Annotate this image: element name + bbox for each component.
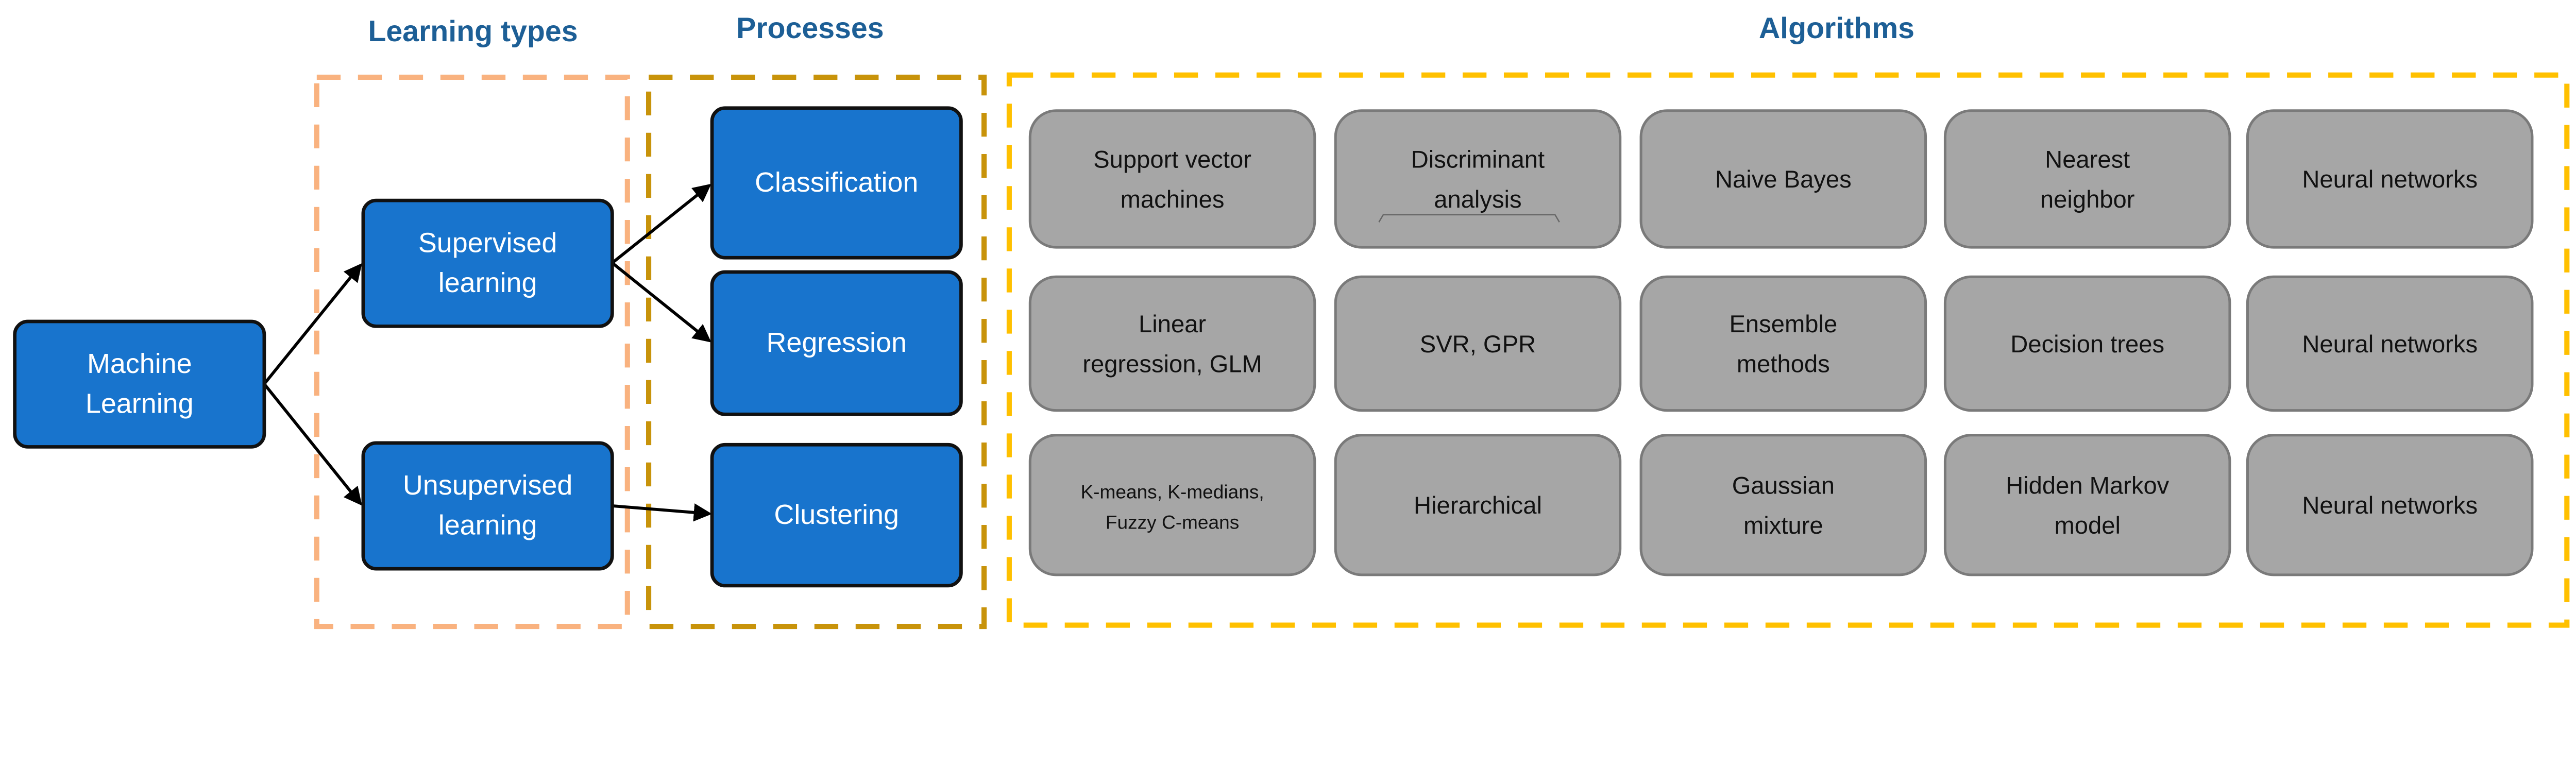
unsupervised-learning-box-label-line: Unsupervised (403, 470, 572, 501)
algorithm-box: Hierarchical (1334, 434, 1622, 576)
algorithm-box-label-line: mixture (1743, 512, 1823, 539)
algorithm-box-shape (1028, 275, 1316, 412)
algorithm-box-shape (1943, 434, 2231, 576)
algorithm-box-label-line: Decision trees (2010, 330, 2164, 358)
algorithm-box-shape (1334, 109, 1622, 249)
supervised-learning-box-label-line: learning (438, 267, 537, 298)
algorithm-box-shape (2246, 434, 2534, 576)
algorithm-box-shape (1943, 109, 2231, 249)
clustering-box: Clustering (710, 443, 963, 588)
classification-box-label-line: Classification (755, 167, 918, 198)
algorithms-title: Algorithms (1759, 12, 1914, 45)
algorithm-box-shape (1028, 109, 1316, 249)
machine-learning-box-label-line: Machine (87, 348, 192, 379)
algorithm-box-label-line: Neural networks (2302, 330, 2478, 358)
unsupervised-learning-box-label-line: learning (438, 510, 537, 541)
algorithm-box: Gaussian mixture (1639, 434, 1927, 576)
algorithm-box-shape (1639, 109, 1927, 249)
supervised-learning-box-label-line: Supervised (418, 227, 557, 258)
algorithm-box: SVR, GPR (1334, 275, 1622, 412)
algorithm-box-label-line: model (2054, 512, 2120, 539)
algorithm-box-label-line: Naive Bayes (1715, 165, 1852, 193)
algorithm-box-label-line: regression, GLM (1082, 350, 1262, 378)
algorithm-box-label-line: Hidden Markov (2006, 471, 2170, 499)
algorithm-box: Ensemble methods (1639, 275, 1927, 412)
arrow-unsupervised-to-clustering (612, 503, 712, 522)
processes-title: Processes (736, 12, 884, 45)
classification-box: Classification (710, 106, 963, 260)
ml-taxonomy-diagram: Learning types Processes Algorithms Mach… (13, 12, 2570, 630)
algorithm-box: Discriminant analysis (1334, 109, 1622, 249)
algorithm-box-shape (1334, 275, 1622, 412)
clustering-box-shape (710, 443, 963, 588)
unsupervised-learning-box: Unsupervised learning (361, 441, 614, 571)
learning-types-title: Learning types (368, 15, 578, 48)
arrows (263, 183, 712, 522)
learning-types-frame (314, 74, 630, 630)
algorithms-frame (1006, 72, 2570, 628)
regression-box: Regression (710, 270, 963, 416)
arrow-supervised-to-classification (611, 183, 711, 264)
algorithm-box-shape (1943, 275, 2231, 412)
algorithm-box: Linear regression, GLM (1028, 275, 1316, 412)
algorithm-box-label-line: Neural networks (2302, 165, 2478, 193)
algorithm-box-label-line: Nearest (2045, 145, 2130, 173)
brace-decoration (1378, 214, 1560, 223)
algorithm-box-shape (1639, 275, 1927, 412)
algorithm-box-label-line: Discriminant (1411, 145, 1545, 173)
algorithm-box-label-line: Neural networks (2302, 491, 2478, 519)
algorithm-box: Nearest neighbor (1943, 109, 2231, 249)
algorithm-box: Neural networks (2246, 434, 2534, 576)
algorithm-box-label-line: SVR, GPR (1420, 330, 1536, 358)
arrow-supervised-to-regression (611, 262, 711, 343)
processes-frame (646, 74, 987, 630)
algorithm-box-label-line: Fuzzy C-means (1106, 512, 1239, 533)
algorithm-box-shape (1028, 434, 1316, 576)
algorithm-box: Support vector machines (1028, 109, 1316, 249)
algorithm-box-shape (1334, 434, 1622, 576)
algorithm-box-label-line: Support vector (1093, 145, 1251, 173)
algorithm-box-label-line: analysis (1434, 185, 1521, 213)
algorithm-box-shape (2246, 275, 2534, 412)
algorithm-box-label-line: machines (1121, 185, 1225, 213)
classification-box-shape (710, 106, 963, 260)
algorithm-box: K-means, K-medians, Fuzzy C-means (1028, 434, 1316, 576)
supervised-learning-box-shape (361, 198, 614, 328)
machine-learning-box-label-line: Learning (86, 388, 194, 419)
algorithm-box-label-line: Hierarchical (1414, 491, 1542, 519)
algorithm-box-label-line: K-means, K-medians, (1080, 481, 1264, 503)
algorithm-box: Neural networks (2246, 109, 2534, 249)
algorithm-box-label-line: Linear (1139, 310, 1206, 337)
algorithm-box-label-line: Ensemble (1729, 310, 1837, 337)
algorithm-box: Decision trees (1943, 275, 2231, 412)
arrow-ml-to-supervised (263, 263, 362, 385)
algorithm-box: Hidden Markov model (1943, 434, 2231, 576)
algorithm-box: Neural networks (2246, 275, 2534, 412)
arrow-ml-to-unsupervised (263, 383, 362, 506)
algorithm-box: Naive Bayes (1639, 109, 1927, 249)
machine-learning-box-shape (13, 319, 266, 449)
regression-box-shape (710, 270, 963, 416)
supervised-learning-box: Supervised learning (361, 198, 614, 328)
algorithm-box-shape (1639, 434, 1927, 576)
unsupervised-learning-box-shape (361, 441, 614, 571)
algorithm-box-label-line: methods (1737, 350, 1830, 378)
algorithm-box-shape (2246, 109, 2534, 249)
clustering-box-label-line: Clustering (774, 499, 899, 530)
regression-box-label-line: Regression (766, 327, 907, 358)
algorithm-box-label-line: neighbor (2040, 185, 2135, 213)
algorithm-box-label-line: Gaussian (1732, 471, 1835, 499)
